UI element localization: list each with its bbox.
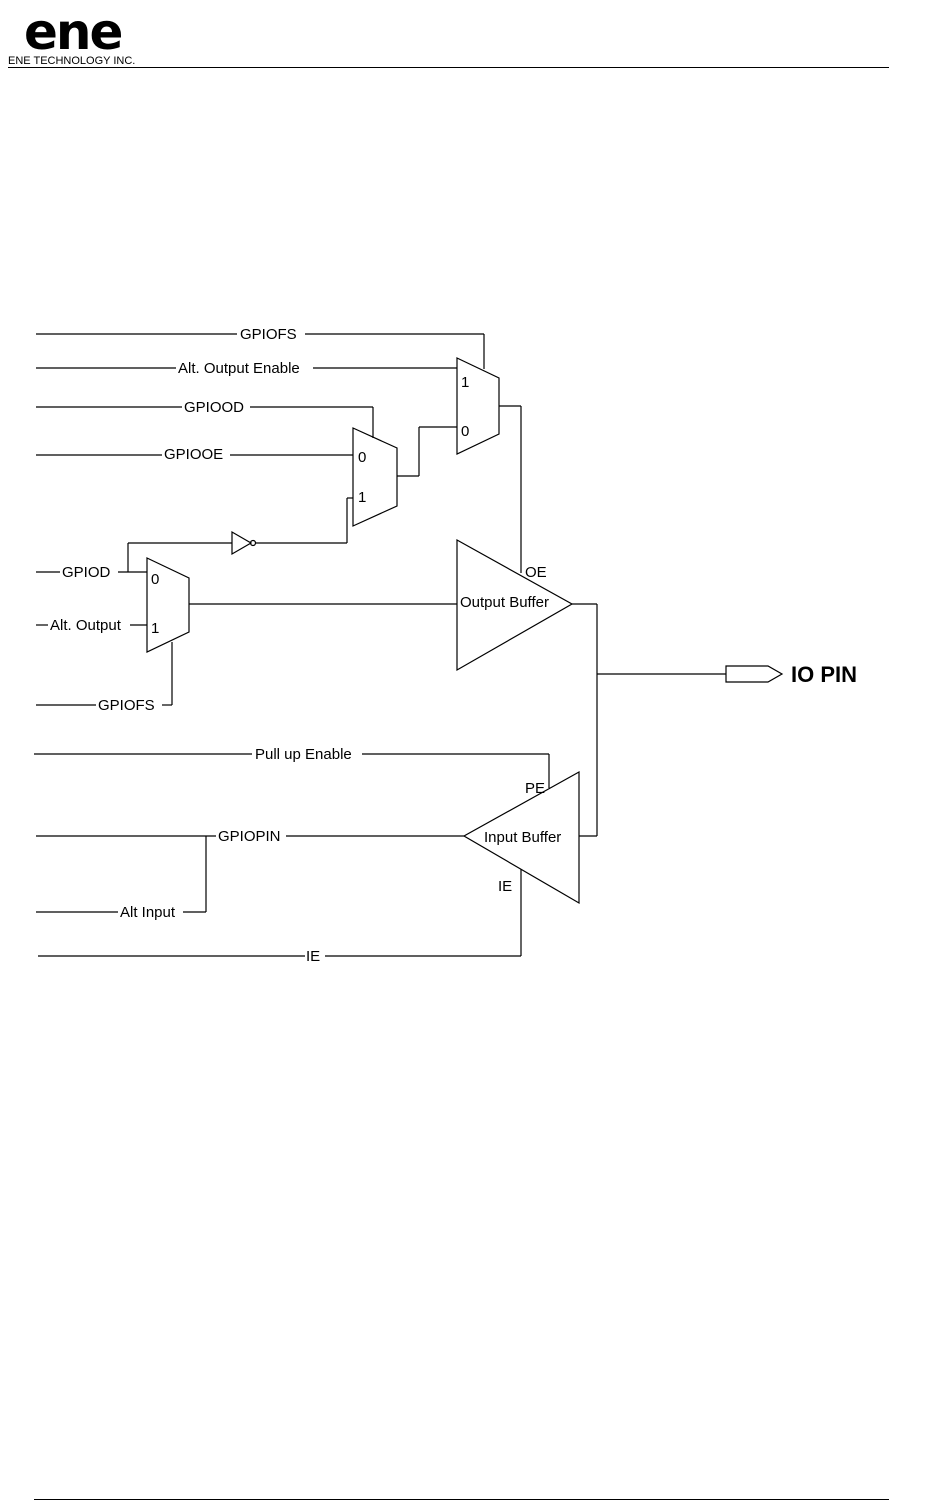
- oe-mux: 0 1: [352, 426, 457, 527]
- gpiopin-label: GPIOPIN: [218, 828, 281, 845]
- alt-output-enable-wire: Alt. Output Enable: [36, 360, 457, 377]
- pull-up-enable-label: Pull up Enable: [255, 746, 352, 763]
- header-rule: [8, 67, 889, 68]
- alt-input-wire: Alt Input: [36, 904, 206, 921]
- gpiopin-wire: GPIOPIN: [36, 828, 464, 912]
- gpiood-wire: GPIOOD: [36, 399, 374, 438]
- oe-mux-in1: 1: [358, 489, 366, 506]
- oe-mux-in0: 0: [358, 449, 366, 466]
- output-buffer-oe-label: OE: [525, 564, 547, 581]
- gpiofs-bottom-label: GPIOFS: [98, 697, 155, 714]
- gpiood-label: GPIOOD: [184, 399, 244, 416]
- output-buffer: Output Buffer OE: [456, 538, 726, 837]
- input-buffer-ie-label: IE: [498, 878, 512, 895]
- logo-wordmark: ene: [24, 3, 123, 61]
- gpiooe-wire: GPIOOE: [36, 446, 353, 463]
- output-mux-in1: 1: [151, 620, 159, 637]
- oe-final-mux-in1: 1: [461, 374, 469, 391]
- gpiooe-label: GPIOOE: [164, 446, 223, 463]
- company-name: ENE TECHNOLOGY INC.: [8, 55, 136, 67]
- io-pin-connector: IO PIN: [725, 662, 857, 687]
- alt-output-wire: Alt. Output: [36, 617, 147, 634]
- footer-rule: [34, 1499, 889, 1500]
- inverter-path: [127, 497, 353, 572]
- io-pin-arrow: [725, 665, 784, 683]
- gpiod-wire: GPIOD: [36, 564, 147, 581]
- oe-final-mux-in0: 0: [461, 423, 469, 440]
- output-buffer-label: Output Buffer: [460, 594, 549, 611]
- gpiod-label: GPIOD: [62, 564, 111, 581]
- alt-output-label: Alt. Output: [50, 617, 122, 634]
- alt-input-label: Alt Input: [120, 904, 176, 921]
- oe-final-mux: 1 0: [456, 357, 522, 573]
- input-buffer-label: Input Buffer: [484, 829, 561, 846]
- input-buffer-pe-label: PE: [525, 780, 545, 797]
- input-buffer: Input Buffer PE IE: [462, 770, 580, 956]
- output-data-mux: 0 1: [146, 557, 457, 706]
- gpiofs-top-label: GPIOFS: [240, 326, 297, 343]
- output-mux-in0: 0: [151, 571, 159, 588]
- ie-bottom-label: IE: [306, 948, 320, 965]
- company-logo: ene ENE TECHNOLOGY INC.: [8, 6, 168, 68]
- io-pin-label: IO PIN: [791, 662, 857, 687]
- pull-up-enable-wire: Pull up Enable: [34, 746, 550, 788]
- gpiofs-bottom-wire: GPIOFS: [36, 697, 155, 714]
- ie-bottom-wire: IE: [38, 948, 521, 965]
- gpiofs-top-wire: GPIOFS: [36, 326, 485, 369]
- alt-output-enable-label: Alt. Output Enable: [178, 360, 300, 377]
- inverter-gate: [231, 530, 253, 556]
